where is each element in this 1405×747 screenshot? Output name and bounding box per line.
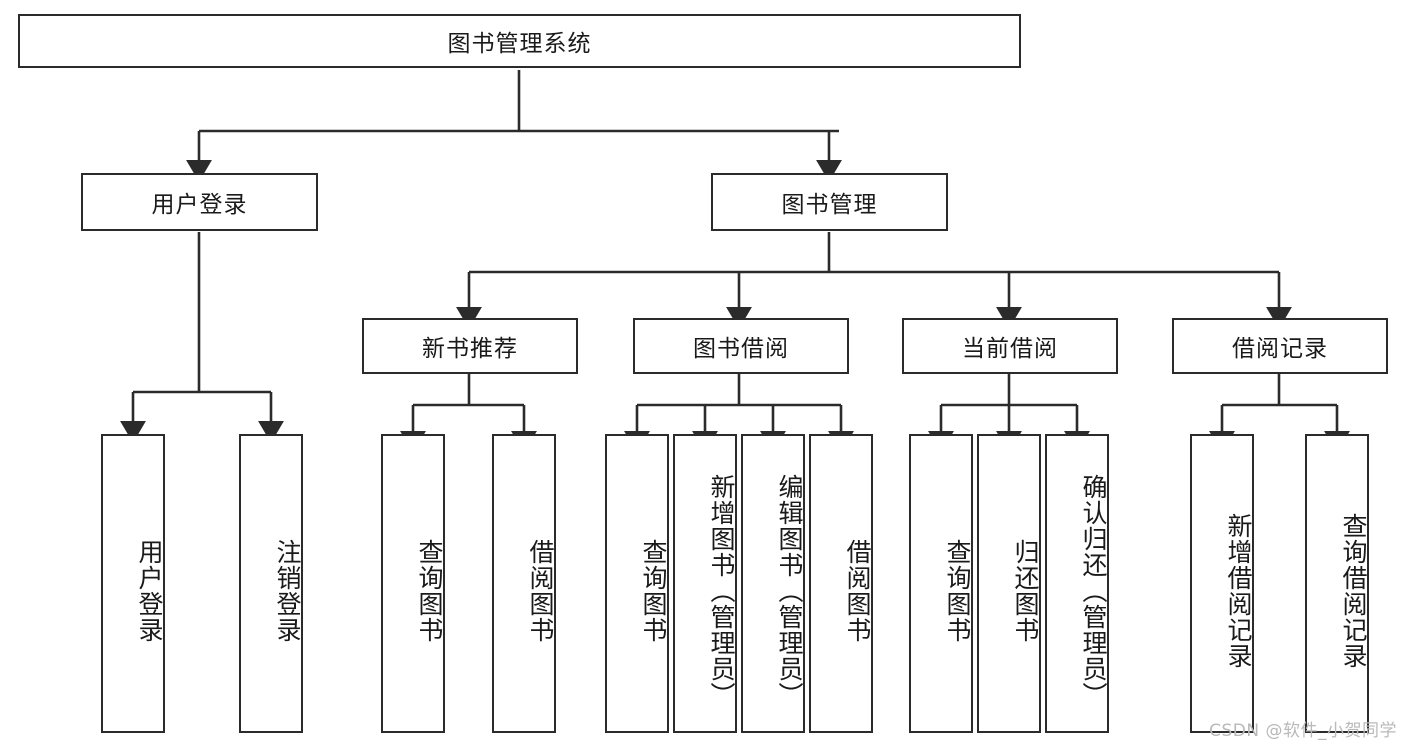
node-user-login-label: 用户登录: [151, 192, 248, 218]
node-book-borrow-label: 图书借阅: [693, 336, 789, 362]
node-new-book-recommend-label: 新书推荐: [422, 336, 518, 362]
node-root-label: 图书管理系统: [447, 31, 592, 57]
leaf-borrow-book-recommend[interactable]: 借阅图书: [492, 434, 556, 733]
leaf-return-book[interactable]: 归还图书: [977, 434, 1041, 733]
node-book-management[interactable]: 图书管理: [711, 173, 948, 231]
leaf-logout[interactable]: 注销登录: [239, 434, 303, 733]
leaf-user-login[interactable]: 用户登录: [101, 434, 165, 733]
node-current-borrow-label: 当前借阅: [962, 336, 1058, 362]
leaf-edit-book-admin[interactable]: 编辑图书（管理员）: [741, 434, 805, 733]
leaf-query-book-borrow[interactable]: 查询图书: [605, 434, 669, 733]
node-borrow-records-label: 借阅记录: [1232, 336, 1328, 362]
node-book-borrow[interactable]: 图书借阅: [633, 318, 849, 374]
csdn-watermark: CSDN @软件_小贺同学: [1209, 721, 1397, 741]
leaf-add-book-admin-label: 新增图书（管理员）: [707, 473, 736, 708]
leaf-confirm-return-admin-label: 确认归还（管理员）: [1079, 473, 1108, 708]
leaf-borrow-book-recommend-label: 借阅图书: [526, 538, 555, 643]
leaf-query-book-recommend-label: 查询图书: [415, 538, 444, 643]
leaf-query-borrow-record[interactable]: 查询借阅记录: [1305, 434, 1369, 733]
leaf-borrow-book-label: 借阅图书: [843, 538, 872, 643]
node-user-login[interactable]: 用户登录: [81, 173, 318, 231]
leaf-borrow-book[interactable]: 借阅图书: [809, 434, 873, 733]
leaf-query-borrow-record-label: 查询借阅记录: [1339, 512, 1368, 669]
leaf-confirm-return-admin[interactable]: 确认归还（管理员）: [1045, 434, 1109, 733]
leaf-add-borrow-record-label: 新增借阅记录: [1224, 512, 1253, 669]
leaf-logout-label: 注销登录: [273, 538, 302, 643]
leaf-query-book-current-label: 查询图书: [943, 538, 972, 643]
node-new-book-recommend[interactable]: 新书推荐: [362, 318, 578, 374]
leaf-query-book-borrow-label: 查询图书: [639, 538, 668, 643]
node-borrow-records[interactable]: 借阅记录: [1172, 318, 1388, 374]
node-current-borrow[interactable]: 当前借阅: [902, 318, 1118, 374]
leaf-add-borrow-record[interactable]: 新增借阅记录: [1190, 434, 1254, 733]
leaf-add-book-admin[interactable]: 新增图书（管理员）: [673, 434, 737, 733]
leaf-user-login-label: 用户登录: [135, 538, 164, 643]
node-book-management-label: 图书管理: [781, 192, 878, 218]
leaf-query-book-current[interactable]: 查询图书: [909, 434, 973, 733]
leaf-edit-book-admin-label: 编辑图书（管理员）: [775, 473, 804, 708]
leaf-return-book-label: 归还图书: [1011, 538, 1040, 643]
leaf-query-book-recommend[interactable]: 查询图书: [381, 434, 445, 733]
node-root[interactable]: 图书管理系统: [18, 14, 1021, 68]
